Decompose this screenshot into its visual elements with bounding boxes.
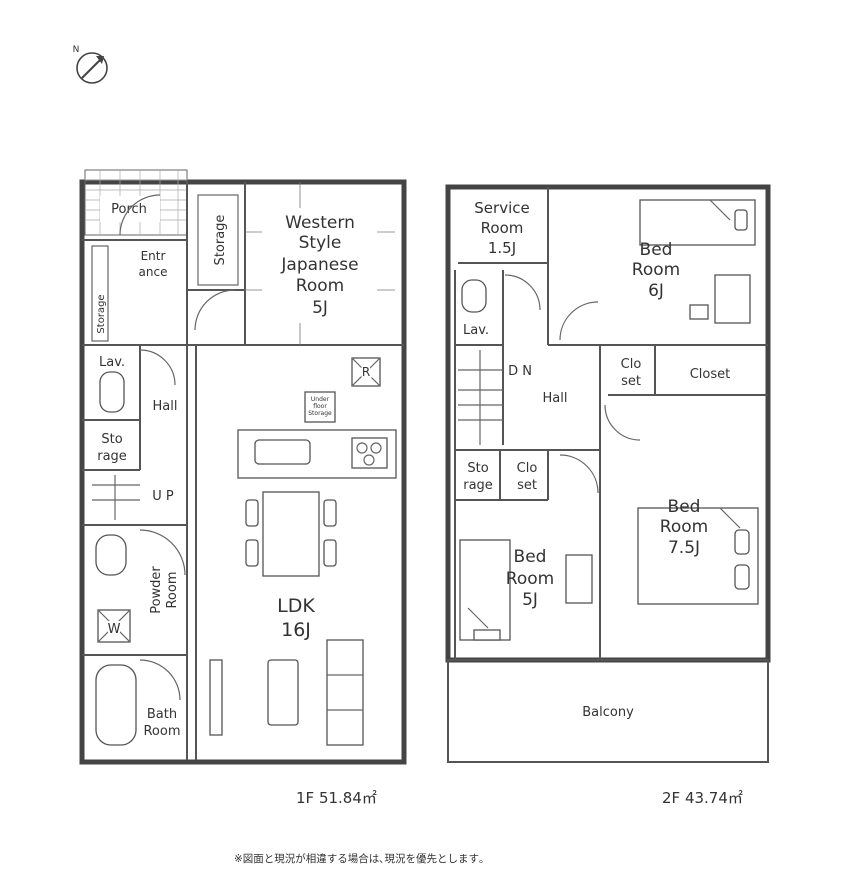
closet-small-label-2: set [621, 374, 641, 389]
floor1-area-label: 1F 51.84㎡ [296, 789, 377, 807]
bed-room-75-label-1: Bed [668, 497, 701, 517]
floor2-area-label: 2F 43.74㎡ [662, 789, 743, 807]
under-floor-label-2: floor [313, 403, 327, 410]
under-floor-label-3: Storage [308, 410, 332, 417]
bed-room-75-label-2: Room [660, 517, 708, 537]
footnote: ※図面と現況が相違する場合は､現況を優先とします｡ [234, 852, 484, 865]
balcony-label: Balcony [582, 705, 634, 720]
entrance-label: Entr [141, 249, 166, 263]
lav-label: Lav. [99, 355, 125, 370]
compass-north-label: N [73, 45, 80, 55]
ldk-label-1: LDK [277, 595, 315, 617]
ldk-label-2: 16J [281, 619, 311, 641]
hall-label: Hall [153, 399, 178, 414]
storage-small-label: Storage [213, 215, 228, 266]
western-room-label-4: Room [296, 276, 344, 296]
powder-room-label-1: Powder [149, 566, 164, 614]
service-room-label-1: Service [474, 199, 529, 217]
storage-2f-label-2: rage [463, 478, 493, 493]
powder-room-label-2: Room [165, 571, 180, 608]
service-room-label-2: Room [481, 219, 524, 237]
storage-2f-label-1: Sto [467, 461, 488, 476]
bed-room-5-label-1: Bed [514, 547, 547, 567]
bed-room-5-label-2: Room [506, 569, 554, 589]
western-room-label-2: Style [299, 233, 342, 253]
service-room-label-3: 1.5J [488, 239, 516, 257]
bath-room-label-2: Room [143, 724, 180, 739]
floor1-plan: Porch Entr ance Storage Storage [79, 169, 407, 807]
under-floor-label-1: Under [311, 396, 330, 403]
closet-small-label-1: Clo [621, 357, 642, 372]
bath-room-label-1: Bath [147, 707, 177, 722]
hall-2f-label: Hall [543, 391, 568, 406]
bed-room-6-label-1: Bed [640, 240, 673, 260]
western-room-label-1: Western [285, 213, 355, 233]
western-room-label-5: 5J [312, 298, 328, 318]
closet-label: Closet [690, 367, 731, 382]
refrigerator-label: R [362, 365, 370, 379]
closet2-label-1: Clo [517, 461, 538, 476]
floor2-plan: Balcony Service Room 1.5J Bed Room 6J La… [445, 184, 771, 807]
stairs-up-label: U P [152, 489, 174, 504]
stairs-dn-label: D N [508, 364, 532, 379]
entrance-label-2: ance [139, 265, 168, 279]
closet2-label-2: set [517, 478, 537, 493]
bed-room-75-label-3: 7.5J [668, 538, 700, 558]
compass-icon: N [73, 45, 108, 84]
storage-vertical-label: Storage [96, 294, 107, 333]
bed-room-5-label-3: 5J [522, 590, 538, 610]
lav-2f-label: Lav. [463, 323, 489, 338]
storage-label-2: rage [97, 449, 127, 464]
bed-room-6-label-2: Room [632, 260, 680, 280]
bed-room-6-label-3: 6J [648, 281, 664, 301]
western-room-label-3: Japanese [280, 255, 358, 275]
washer-label: W [108, 622, 121, 637]
storage-label-1: Sto [101, 432, 122, 447]
